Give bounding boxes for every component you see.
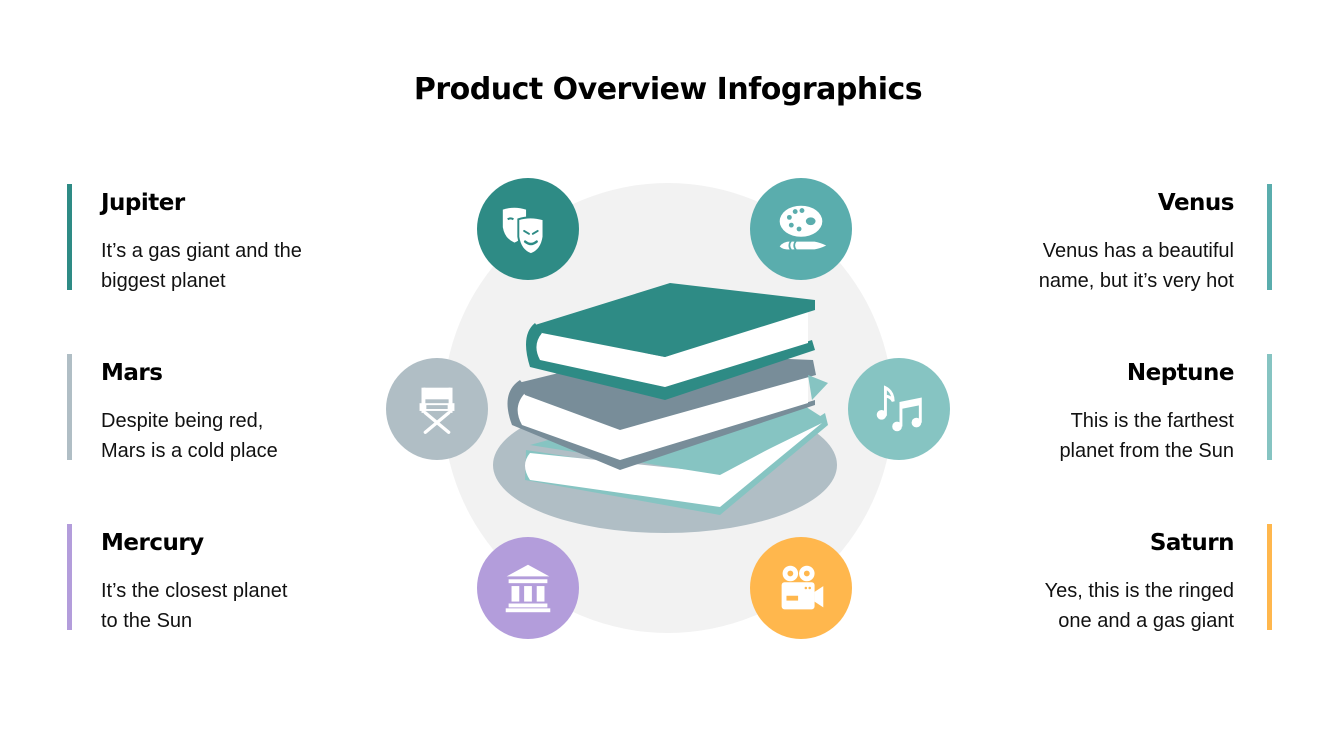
- description-line: one and a gas giant: [1058, 610, 1234, 632]
- theater-masks-badge: [477, 178, 579, 280]
- accent-bar: [1267, 184, 1272, 290]
- item-title: Mercury: [101, 530, 204, 556]
- books-stack-icon: [493, 283, 837, 533]
- accent-bar: [67, 184, 72, 290]
- description-line: biggest planet: [101, 270, 226, 292]
- item-title: Mars: [101, 360, 163, 386]
- description-line: planet from the Sun: [1059, 440, 1234, 462]
- item-description: Venus has a beautiful name, but it’s ver…: [1039, 236, 1234, 296]
- video-camera-icon: [781, 565, 824, 610]
- music-notes-icon: [876, 385, 922, 432]
- description-line: name, but it’s very hot: [1038, 270, 1234, 292]
- description-line: It’s the closest planet: [101, 580, 288, 602]
- item-description: Despite being red, Mars is a cold place: [101, 406, 278, 466]
- description-line: This is the farthest: [1070, 410, 1234, 432]
- description-line: Yes, this is the ringed: [1044, 580, 1234, 602]
- music-notes-badge: [848, 358, 950, 460]
- description-line: Despite being red,: [101, 410, 264, 432]
- item-description: It’s a gas giant and the biggest planet: [101, 236, 302, 296]
- item-description: It’s the closest planet to the Sun: [101, 576, 287, 636]
- item-description: This is the farthest planet from the Sun: [1059, 406, 1234, 466]
- description-line: to the Sun: [101, 610, 193, 632]
- director-chair-badge: [386, 358, 488, 460]
- paint-palette-icon: [779, 205, 827, 251]
- page-title: Product Overview Infographics: [413, 72, 923, 107]
- museum-badge: [477, 537, 579, 639]
- item-title: Venus: [1157, 190, 1235, 216]
- description-line: Venus has a beautiful: [1042, 240, 1234, 262]
- item-title: Saturn: [1149, 530, 1235, 556]
- video-camera-badge: [750, 537, 852, 639]
- item-title: Jupiter: [101, 190, 185, 216]
- paint-palette-badge: [750, 178, 852, 280]
- accent-bar: [1267, 524, 1272, 630]
- description-line: Mars is a cold place: [101, 440, 278, 462]
- accent-bar: [67, 354, 72, 460]
- accent-bar: [67, 524, 72, 630]
- theater-masks-icon: [502, 207, 545, 256]
- museum-icon: [505, 564, 551, 613]
- accent-bar: [1267, 354, 1272, 460]
- item-description: Yes, this is the ringed one and a gas gi…: [1045, 576, 1234, 636]
- director-chair-icon: [419, 387, 455, 434]
- description-line: It’s a gas giant and the: [101, 240, 302, 262]
- item-title: Neptune: [1126, 360, 1235, 386]
